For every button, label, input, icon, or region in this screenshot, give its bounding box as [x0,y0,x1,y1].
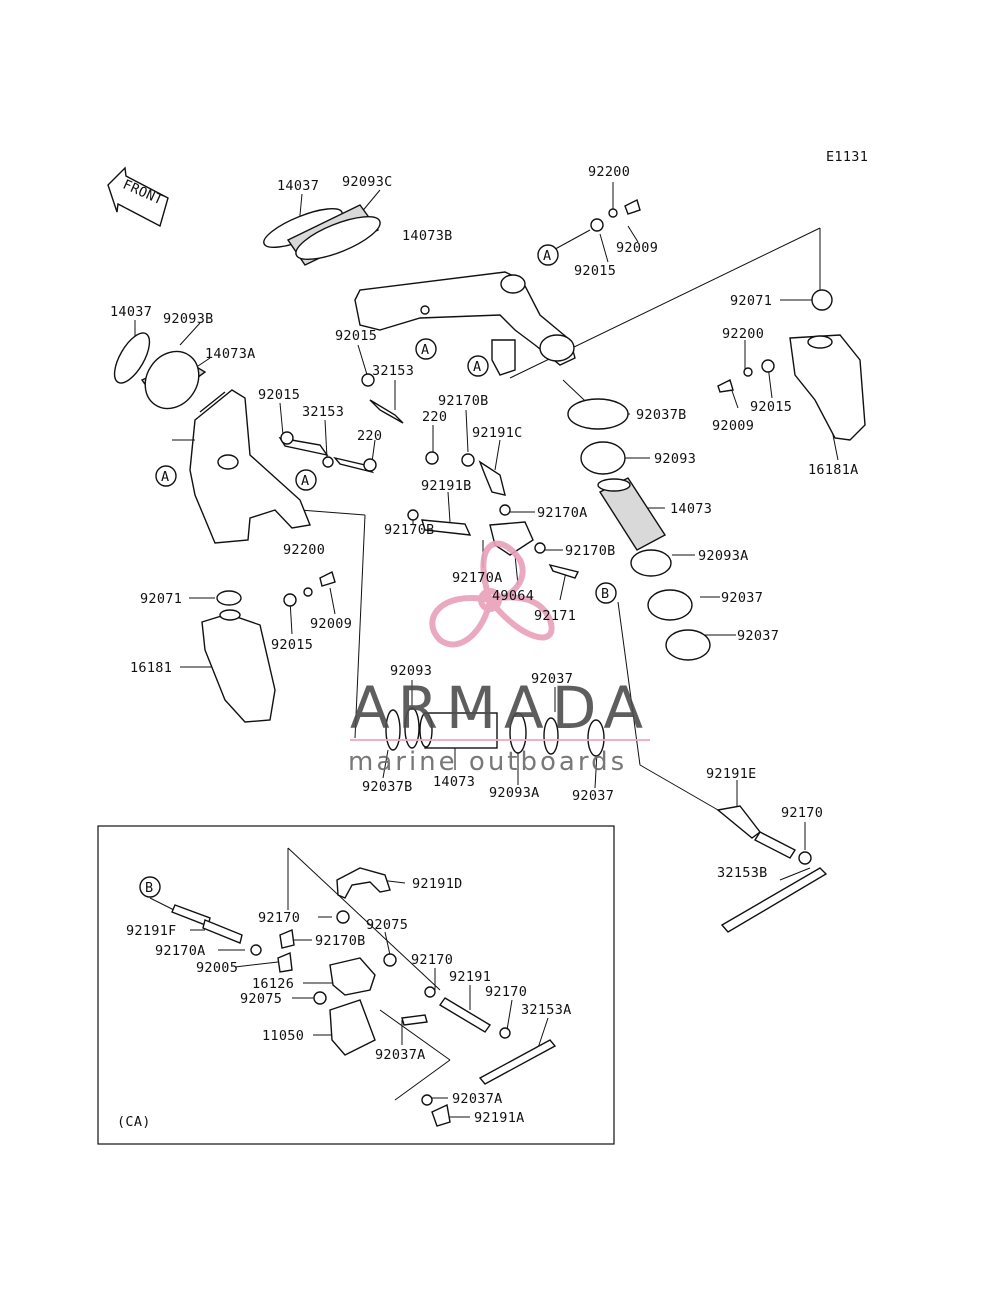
label-92170B-b: 92170B [384,522,435,538]
label-92170A-a: 92170A [537,505,588,521]
label-92009-top: 92009 [616,240,658,256]
label-92015-low: 92015 [271,637,313,653]
label-92093B: 92093B [163,311,214,327]
label-ca-92191A: 92191A [474,1110,525,1126]
part-labels: E1131 14037 92093C 14073B 92200 92009 92… [110,149,868,1130]
label-220-a: 220 [422,409,447,425]
label-ca-92005: 92005 [196,960,238,976]
label-ca-92170-b: 92170 [411,952,453,968]
watermark-title: ARMADA [350,674,651,742]
label-ca-variant: (CA) [117,1114,151,1130]
label-92170B-c: 92170B [565,543,616,559]
label-92015-right: 92015 [750,399,792,415]
callout-a-5: A [301,473,309,489]
label-92037B-low: 92037B [362,779,413,795]
resonator-left [201,590,276,723]
label-92037-r1: 92037 [721,590,763,606]
label-92093C: 92093C [342,174,393,190]
label-ca-92191F: 92191F [126,923,177,939]
label-92093-mid: 92093 [390,663,432,679]
label-92037-low: 92037 [572,788,614,804]
label-32153-left: 32153 [302,404,344,420]
label-ca-92170-c: 92170 [485,984,527,1000]
intake-duct-upper [354,271,576,376]
callout-b-2: B [145,880,153,896]
label-ca-92170B: 92170B [315,933,366,949]
callout-a-3: A [473,359,481,375]
label-92037B-right: 92037B [636,407,687,423]
callout-b-1: B [601,586,609,602]
label-ca-92075-a: 92075 [366,917,408,933]
label-92093A-low: 92093A [489,785,540,801]
label-220-b: 220 [357,428,382,444]
label-92093-right: 92093 [654,451,696,467]
propeller-logo [429,540,555,648]
callout-a-2: A [421,342,429,358]
label-92170B-a: 92170B [438,393,489,409]
label-32153B: 32153B [717,865,768,881]
label-ca-92191: 92191 [449,969,491,985]
label-92191B: 92191B [421,478,472,494]
label-92170-right: 92170 [781,805,823,821]
label-92071-right: 92071 [730,293,772,309]
label-92037-mid: 92037 [531,671,573,687]
label-92015-top: 92015 [574,263,616,279]
label-92015-mid: 92015 [335,328,377,344]
lower-center-tube [385,707,605,757]
label-92015-left: 92015 [258,387,300,403]
callout-markers: A A A A A B B [139,244,617,898]
armada-watermark: ARMADA marine outboards [348,540,651,777]
label-ca-92191D: 92191D [412,876,463,892]
front-direction-arrow: FRONT [107,166,169,228]
label-92200-right: 92200 [722,326,764,342]
label-ca-16126: 16126 [252,976,294,992]
label-ca-92170A: 92170A [155,943,206,959]
label-ca-92037A-b: 92037A [452,1091,503,1107]
bolts-washers [283,199,775,607]
diagram-code: E1131 [826,149,868,165]
leader-lines [134,182,839,1118]
label-92171: 92171 [534,608,576,624]
callout-a-1: A [543,248,551,264]
label-14037-left: 14037 [110,304,152,320]
label-92009-left: 92009 [310,616,352,632]
label-14073-low: 14073 [433,774,475,790]
label-14073B: 14073B [402,228,453,244]
label-92200-left: 92200 [283,542,325,558]
label-16181: 16181 [130,660,172,676]
label-14073A: 14073A [205,346,256,362]
hose-clamps-right [567,398,711,661]
label-92071-left: 92071 [140,591,182,607]
filter-element-upper [263,204,381,266]
label-ca-92037A-a: 92037A [375,1047,426,1063]
label-ca-92170-a: 92170 [258,910,300,926]
label-92009-right: 92009 [712,418,754,434]
label-32153-mid: 32153 [372,363,414,379]
label-92191E: 92191E [706,766,757,782]
filter-element-left [113,332,207,410]
label-ca-92075-b: 92075 [240,991,282,1007]
ca-variant-parts [171,867,557,1127]
label-14037-top: 14037 [277,178,319,194]
label-49064: 49064 [492,588,534,604]
label-14073-right: 14073 [670,501,712,517]
label-92200-top: 92200 [588,164,630,180]
label-ca-11050: 11050 [262,1028,304,1044]
ca-variant-box [97,825,615,1145]
watermark-subtitle: marine outboards [348,747,627,777]
label-92037-r2: 92037 [737,628,779,644]
label-ca-32153A: 32153A [521,1002,572,1018]
label-16181A: 16181A [808,462,859,478]
intake-duct-left [172,389,311,544]
label-92170A-b: 92170A [452,570,503,586]
vent-hoses-upper [278,373,580,579]
label-92093A-right: 92093A [698,548,749,564]
label-92191C: 92191C [472,425,523,441]
callout-a-4: A [161,469,169,485]
resonator-right [789,289,866,441]
drain-hose-right [716,805,828,933]
